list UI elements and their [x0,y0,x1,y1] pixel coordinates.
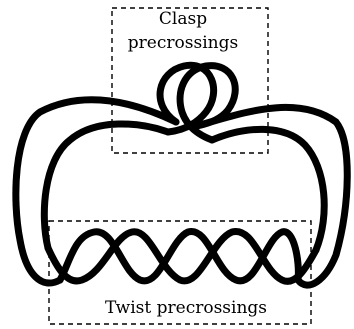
twist-strand-a [44,228,320,285]
twist-region-box [48,220,312,325]
outer-strand-left [12,96,180,287]
clasp-region-title: Clasp [128,9,238,30]
inner-strand-left [40,120,172,252]
outer-strand [192,103,351,289]
twist-strand-b [56,228,302,285]
clasp-loop-left [156,61,218,136]
clasp-region-box [111,7,269,154]
clasp-region-subtitle: precrossings [115,33,251,54]
clasp-loop-right [176,62,239,144]
inner-strand-right [208,125,328,254]
twist-region-label: Twist precrossings [96,298,276,319]
